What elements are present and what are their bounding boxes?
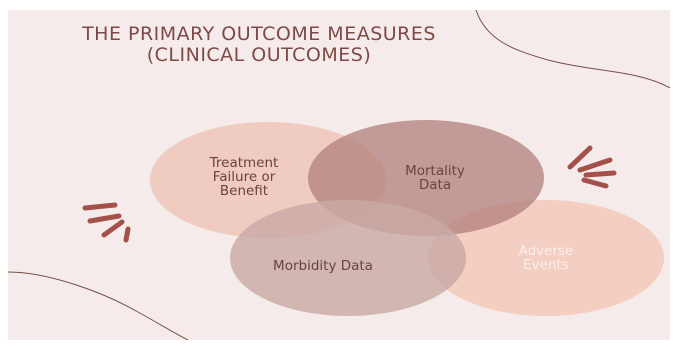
slide: THE PRIMARY OUTCOME MEASURES (CLINICAL O… bbox=[8, 10, 670, 340]
title-line-1: THE PRIMARY OUTCOME MEASURES bbox=[82, 23, 436, 45]
circle-adverse bbox=[428, 200, 664, 316]
decorative-curve-bottom-left bbox=[8, 271, 189, 340]
decorative-curve-top-right bbox=[475, 10, 670, 89]
label-adverse: Adverse Events bbox=[518, 243, 574, 273]
circle-morbidity bbox=[230, 200, 466, 316]
label-morbidity: Morbidity Data bbox=[273, 258, 373, 274]
label-treatment: Treatment Failure or Benefit bbox=[209, 155, 279, 199]
burst-icon-right bbox=[567, 145, 617, 189]
title-line-2: (CLINICAL OUTCOMES) bbox=[146, 44, 372, 66]
label-mortality: Mortality Data bbox=[405, 163, 465, 193]
page-title: THE PRIMARY OUTCOME MEASURES (CLINICAL O… bbox=[8, 24, 510, 66]
burst-icon-left bbox=[82, 202, 131, 243]
venn-diagram bbox=[8, 10, 670, 340]
